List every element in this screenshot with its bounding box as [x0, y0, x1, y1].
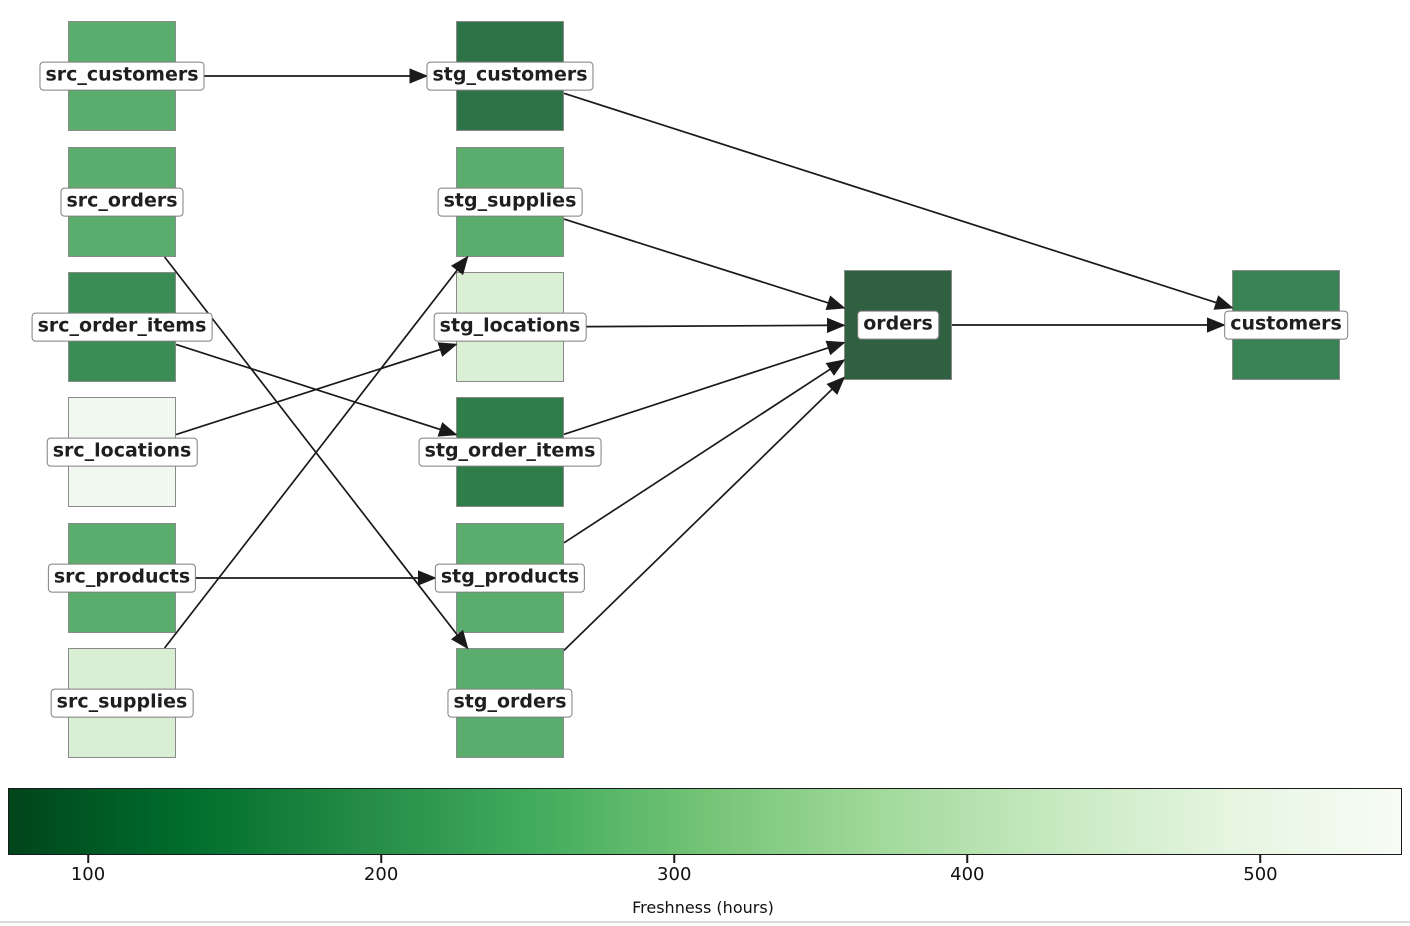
- edge-src_supplies-to-stg_supplies: [163, 255, 469, 649]
- colorbar-tick-label-300: 300: [657, 864, 692, 885]
- colorbar-tick-mark-100: [87, 855, 89, 863]
- colorbar-tick-label-500: 500: [1243, 864, 1278, 885]
- colorbar-gradient-bar: [8, 788, 1402, 855]
- colorbar-tick-mark-400: [966, 855, 969, 863]
- node-label-orders: orders: [857, 310, 939, 340]
- node-label-src_customers: src_customers: [39, 61, 205, 91]
- edge-stg_customers-to-customers: [563, 92, 1234, 310]
- node-label-stg_order_items: stg_order_items: [418, 437, 602, 467]
- edge-stg_locations-to-orders: [563, 317, 846, 334]
- edge-stg_supplies-to-orders: [563, 218, 846, 311]
- colorbar-axis-label: Freshness (hours): [632, 898, 774, 917]
- node-label-stg_customers: stg_customers: [426, 61, 594, 91]
- bottom-divider-line: [0, 921, 1410, 923]
- colorbar-tick-mark-300: [673, 855, 675, 863]
- node-label-stg_locations: stg_locations: [433, 312, 587, 342]
- node-label-src_orders: src_orders: [60, 187, 184, 217]
- colorbar-tick-label-200: 200: [363, 864, 399, 885]
- node-label-src_products: src_products: [47, 563, 197, 593]
- colorbar-tick-mark-500: [1259, 855, 1262, 863]
- edge-src_locations-to-stg_locations: [175, 342, 458, 436]
- node-label-customers: customers: [1224, 310, 1348, 340]
- node-label-src_locations: src_locations: [46, 437, 198, 467]
- node-label-src_supplies: src_supplies: [50, 688, 194, 718]
- node-label-stg_supplies: stg_supplies: [437, 187, 583, 217]
- colorbar-tick-label-100: 100: [70, 864, 106, 885]
- edge-stg_products-to-orders: [563, 359, 846, 544]
- node-label-stg_products: stg_products: [434, 563, 586, 593]
- node-label-stg_orders: stg_orders: [447, 688, 573, 718]
- node-label-src_order_items: src_order_items: [31, 312, 213, 342]
- edge-stg_order_items-to-orders: [563, 340, 846, 436]
- colorbar-tick-mark-200: [380, 855, 382, 863]
- colorbar-tick-label-400: 400: [950, 864, 985, 885]
- edge-stg_orders-to-orders: [563, 376, 846, 652]
